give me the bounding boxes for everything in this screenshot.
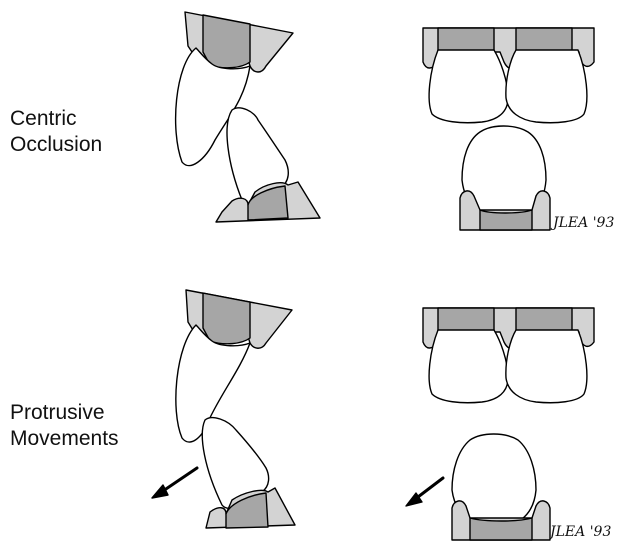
centric-lateral-view — [176, 12, 320, 222]
centric-front-upper-root-right — [516, 28, 572, 52]
centric-front-upper-crown-right — [506, 50, 587, 123]
centric-front-lower-root — [480, 210, 532, 230]
protrusive-front-upper-root-left — [438, 308, 494, 332]
centric-front-view — [423, 28, 594, 230]
protrusive-front-upper-root-right — [516, 308, 572, 332]
protrusive-front-view — [406, 308, 594, 540]
protrusive-upper-root — [203, 293, 250, 344]
centric-front-upper-crown-left — [429, 50, 508, 123]
centric-upper-root — [203, 15, 250, 68]
protrusive-lateral-view — [152, 290, 295, 528]
protrusive-front-upper-crown-left — [429, 330, 508, 403]
protrusive-front-arrow — [406, 478, 443, 506]
centric-front-upper-root-left — [438, 28, 494, 52]
protrusive-lateral-arrow — [152, 468, 197, 498]
protrusive-front-lower-root — [470, 518, 532, 540]
protrusive-front-upper-crown-right — [506, 330, 587, 403]
